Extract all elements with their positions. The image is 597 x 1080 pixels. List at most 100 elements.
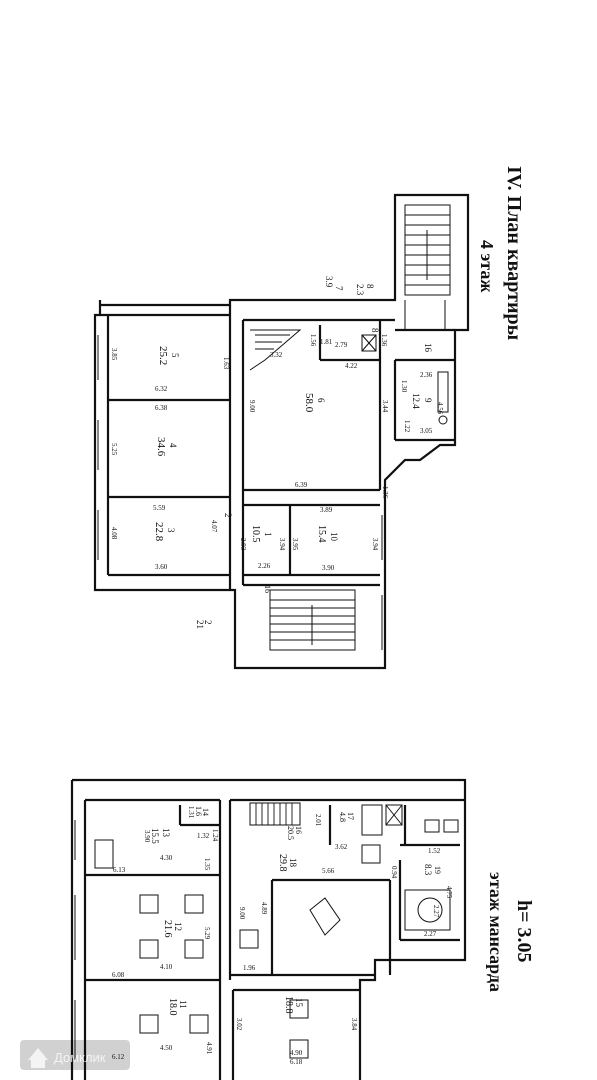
dimension-label: 1.30: [400, 380, 408, 393]
dimension-label: 3.94: [278, 538, 286, 551]
dimension-label: 9.00: [248, 400, 256, 413]
dimension-label: 1.36: [380, 334, 388, 347]
floor4-windows: [94, 335, 386, 650]
attic-dimensions: 1.31 1.32 1.24 3.90 2.01 4.30 1.35 3.62 …: [112, 806, 453, 1066]
dimension-label: 2.01: [314, 814, 322, 827]
room-number-label: 7: [334, 286, 344, 291]
dimension-label: 4.07: [210, 520, 218, 533]
area-label: 15.4: [316, 525, 327, 543]
room-number-label: 8: [370, 328, 380, 333]
dimension-label: 3.32: [270, 351, 283, 359]
room-number-label: 17: [346, 812, 355, 820]
room-number-label: 12: [173, 922, 183, 931]
floor4-staircase-bottom: [269, 589, 356, 651]
dimension-label: 3.90: [322, 564, 335, 572]
dimension-label: 1.52: [428, 847, 441, 855]
room-number-label: 9: [423, 398, 433, 403]
room-number-label: 13: [161, 828, 171, 838]
room-number-label: 4: [168, 443, 178, 448]
dimension-label: 6.08: [112, 971, 125, 979]
dimension-label: 0.94: [390, 866, 398, 879]
floor4-dimensions: 3.85 1.63 3.32 1.56 2.79 1.81 1.36 6.32 …: [110, 334, 444, 572]
room-number-label: 11: [178, 1000, 188, 1009]
dimension-label: 4.10: [160, 963, 173, 971]
dimension-label: 3.44: [381, 400, 389, 413]
dimension-label: 3.90: [143, 830, 151, 843]
dimension-label: 6.39: [295, 481, 308, 489]
dimension-label: 6.12: [112, 1053, 125, 1061]
dimension-label: 4.30: [160, 854, 173, 862]
area-label: 22.8: [153, 522, 165, 542]
dimension-label: 4.22: [345, 362, 358, 370]
floor4-areas: 3.9 2.3 25.2 58.0 12.4 34.6 22.8 10.5 15…: [153, 276, 421, 629]
floor4-walls: [93, 193, 470, 670]
area-label: 29.8: [277, 854, 288, 872]
room-number-label: 14: [201, 808, 210, 816]
dimension-label: 3.89: [320, 506, 333, 514]
room-number-label: 2: [203, 620, 213, 625]
dimension-label: 1.24: [211, 829, 219, 842]
watermark-text: Домклик: [54, 1050, 106, 1065]
dimension-label: 4.75: [445, 886, 453, 899]
dimension-label: 4.08: [110, 527, 118, 540]
attic-plan: 14 13 16 17 18 19 12 11 15 1.6 15.5 20.5…: [70, 778, 535, 1080]
area-label: 21.6: [162, 920, 173, 938]
floor4-plan: 7 8 8 16 9 5 6 4 3 1 10 2 2 16 3.9 2.3 2…: [93, 166, 525, 670]
house-logo-icon: [28, 1048, 48, 1068]
dimension-label: 6.38: [155, 404, 168, 412]
room-number-label: 8: [365, 284, 375, 289]
area-label: 21: [195, 620, 205, 629]
area-label: 3.9: [324, 276, 334, 288]
dimension-label: 1.63: [222, 357, 230, 370]
area-label: 34.6: [155, 437, 167, 457]
room-number-label: 6: [316, 398, 326, 403]
watermark: Домклик: [20, 1040, 130, 1070]
attic-skylights: [139, 844, 381, 1059]
dimension-label: 4.56: [436, 402, 444, 415]
dimension-label: 4.91: [205, 1042, 213, 1055]
room-number-label: 3: [166, 528, 176, 533]
dimension-label: 2.27: [424, 930, 437, 938]
room-number-label: 16: [294, 826, 303, 834]
attic-height-title: h= 3.05: [513, 900, 535, 963]
area-label: 25.2: [157, 346, 169, 365]
area-label: 8.3: [423, 864, 433, 876]
area-label: 12.4: [411, 393, 421, 409]
room-number-label: 19: [433, 866, 442, 874]
floor4-title: IV. План квартиры: [503, 166, 525, 341]
floor4-bath-fixtures: [361, 334, 449, 425]
floor4-subtitle: 4 этаж: [477, 240, 497, 293]
dimension-label: 9.00: [238, 907, 246, 920]
dimension-label: 5.25: [110, 443, 118, 456]
area-label: 2.3: [355, 284, 365, 296]
dimension-label: 3.62: [335, 843, 348, 851]
dimension-label: 6.13: [113, 866, 126, 874]
dimension-label: 1.96: [243, 964, 256, 972]
room-number-label: 1: [263, 532, 273, 537]
dimension-label: 3.85: [110, 348, 118, 361]
dimension-label: 1.35: [203, 858, 211, 871]
dimension-label: 1.31: [187, 806, 195, 819]
dimension-label: 3.02: [235, 1018, 243, 1031]
attic-areas: 1.6 15.5 20.5 4.8 29.8 8.3 21.6 18.0 18.…: [150, 806, 433, 1016]
area-label: 18.0: [167, 998, 178, 1016]
room-number-label: 5: [170, 353, 180, 358]
area-label: 15.5: [150, 828, 160, 844]
attic-heading: h= 3.05 этаж мансарда: [486, 872, 535, 992]
area-label: 10.5: [250, 525, 261, 543]
area-label: 58.0: [303, 393, 315, 413]
area-label: 1.6: [194, 806, 203, 816]
dimension-label: 1.36: [381, 486, 389, 499]
dimension-label: 5.59: [153, 504, 166, 512]
dimension-label: 4.50: [160, 1044, 173, 1052]
dimension-label: 3.84: [350, 1018, 358, 1031]
room-number-label: 10: [329, 532, 339, 542]
dimension-label: 6.18: [290, 1058, 303, 1066]
dimension-label: 3.94: [371, 538, 379, 551]
dimension-label: 5.29: [203, 927, 211, 940]
dimension-label: 2.27: [432, 905, 440, 918]
dimension-label: 1.81: [320, 338, 333, 346]
dimension-label: 1.56: [309, 334, 317, 347]
attic-fixtures: [309, 804, 459, 936]
